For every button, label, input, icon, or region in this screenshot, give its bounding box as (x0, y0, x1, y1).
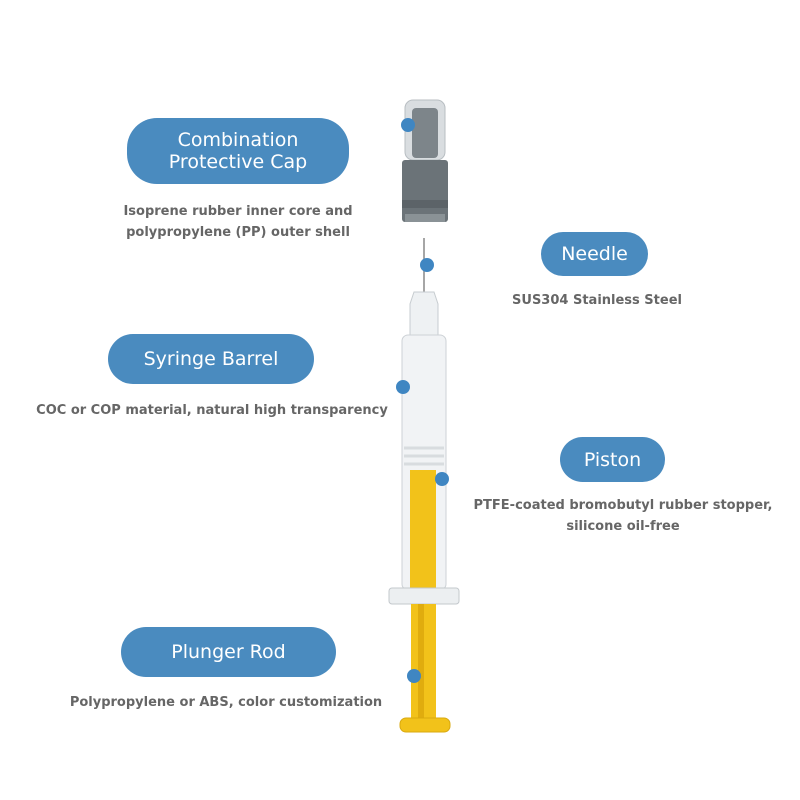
plunger-rod (399, 604, 451, 733)
cap-title-line1: Combination (177, 129, 299, 151)
piston-desc-line2: silicone oil-free (566, 519, 680, 534)
piston-desc-line1: PTFE-coated bromobutyl rubber stopper, (473, 498, 773, 513)
plunger-marker-dot (407, 669, 421, 683)
cap-desc-line1: Isoprene rubber inner core and (123, 204, 353, 219)
needle-marker-dot (420, 258, 434, 272)
barrel-marker-dot (396, 380, 410, 394)
cap-description: Isoprene rubber inner core and polypropy… (123, 201, 352, 243)
needle-label: Needle (541, 232, 648, 276)
barrel (388, 291, 460, 605)
needle-description: SUS304 Stainless Steel (512, 293, 682, 308)
piston-label: Piston (560, 437, 665, 482)
plunger-title: Plunger Rod (171, 641, 286, 663)
cap-label: Combination Protective Cap (127, 118, 349, 184)
plunger-description: Polypropylene or ABS, color customizatio… (69, 695, 383, 710)
piston-marker-dot (435, 472, 449, 486)
needle-title: Needle (561, 243, 628, 265)
barrel-description: COC or COP material, natural high transp… (36, 403, 388, 418)
barrel-label: Syringe Barrel (108, 334, 314, 384)
cap-marker-dot (401, 118, 415, 132)
barrel-title: Syringe Barrel (143, 348, 279, 370)
cap-desc-line2: polypropylene (PP) outer shell (126, 225, 350, 240)
piston-description: PTFE-coated bromobutyl rubber stopper, s… (474, 495, 773, 537)
protective-cap (402, 99, 448, 222)
piston-title: Piston (583, 448, 642, 471)
plunger-label: Plunger Rod (121, 627, 336, 677)
cap-title-line2: Protective Cap (168, 151, 308, 173)
